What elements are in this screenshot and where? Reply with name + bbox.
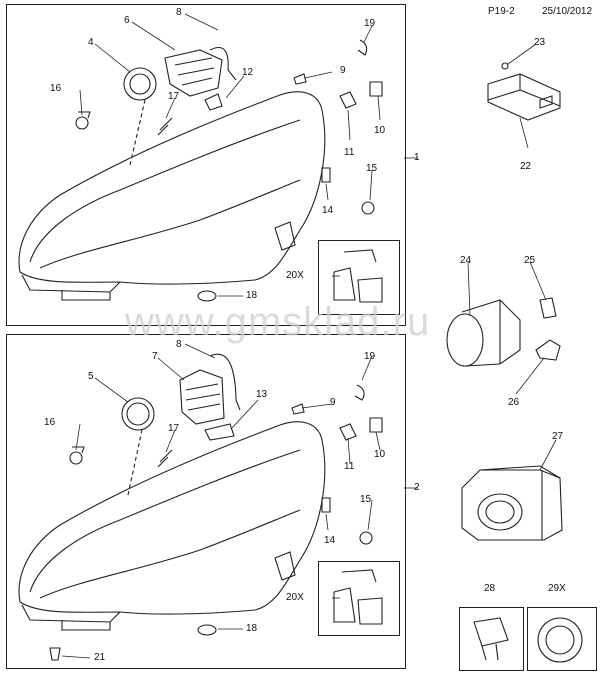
callout-27: 27	[552, 431, 564, 442]
top-parts	[75, 39, 383, 303]
callout-24: 24	[460, 255, 472, 266]
callout-8: 8	[176, 7, 182, 18]
callout-19: 19	[364, 351, 376, 362]
callout-9: 9	[330, 397, 336, 408]
callout-20x: 20X	[286, 592, 304, 603]
callout-10: 10	[374, 125, 386, 136]
callout-21: 21	[94, 652, 106, 663]
diagram-code: P19-2	[488, 6, 515, 17]
callout-23: 23	[534, 37, 546, 48]
callout-14: 14	[324, 535, 336, 546]
callout-14: 14	[322, 205, 334, 216]
callout-18: 18	[246, 623, 258, 634]
callout-29x: 29X	[548, 583, 566, 594]
relay-28	[473, 617, 509, 661]
callout-20x: 20X	[286, 270, 304, 281]
callout-13: 13	[256, 389, 268, 400]
diagram-date: 25/10/2012	[542, 6, 593, 17]
fog-lamp-29x	[537, 617, 583, 663]
callout-18: 18	[246, 290, 258, 301]
callout-15: 15	[366, 163, 378, 174]
callout-9: 9	[340, 65, 346, 76]
callout-2: 2	[414, 482, 420, 493]
inset-28	[459, 607, 524, 671]
callout-11: 11	[344, 147, 355, 158]
fog-lamp-24	[446, 297, 561, 367]
callout-17: 17	[168, 423, 180, 434]
callout-12: 12	[242, 67, 254, 78]
callout-22: 22	[520, 161, 532, 172]
callout-4: 4	[88, 37, 94, 48]
callout-15: 15	[360, 494, 372, 505]
callout-26: 26	[508, 397, 520, 408]
headlamp-bottom	[18, 421, 326, 631]
watermark: www.gmsklad.ru	[125, 300, 431, 344]
callout-19: 19	[364, 18, 376, 29]
fog-lamp-27	[461, 465, 563, 541]
callout-1: 1	[414, 152, 420, 163]
callout-10: 10	[374, 449, 386, 460]
callout-16: 16	[44, 417, 56, 428]
module-22	[487, 62, 561, 121]
bottom-parts	[49, 353, 383, 661]
inset-20x-bottom	[318, 561, 400, 636]
callout-17: 17	[168, 91, 180, 102]
callout-6: 6	[124, 15, 130, 26]
headlamp-top	[18, 91, 326, 301]
callout-8: 8	[176, 339, 182, 350]
callout-5: 5	[88, 371, 94, 382]
callout-28: 28	[484, 583, 496, 594]
callout-16: 16	[50, 83, 62, 94]
callout-25: 25	[524, 255, 536, 266]
callout-11: 11	[344, 461, 355, 472]
leader-lines	[61, 13, 557, 659]
inset-20x-top	[318, 240, 400, 315]
callout-7: 7	[152, 351, 158, 362]
